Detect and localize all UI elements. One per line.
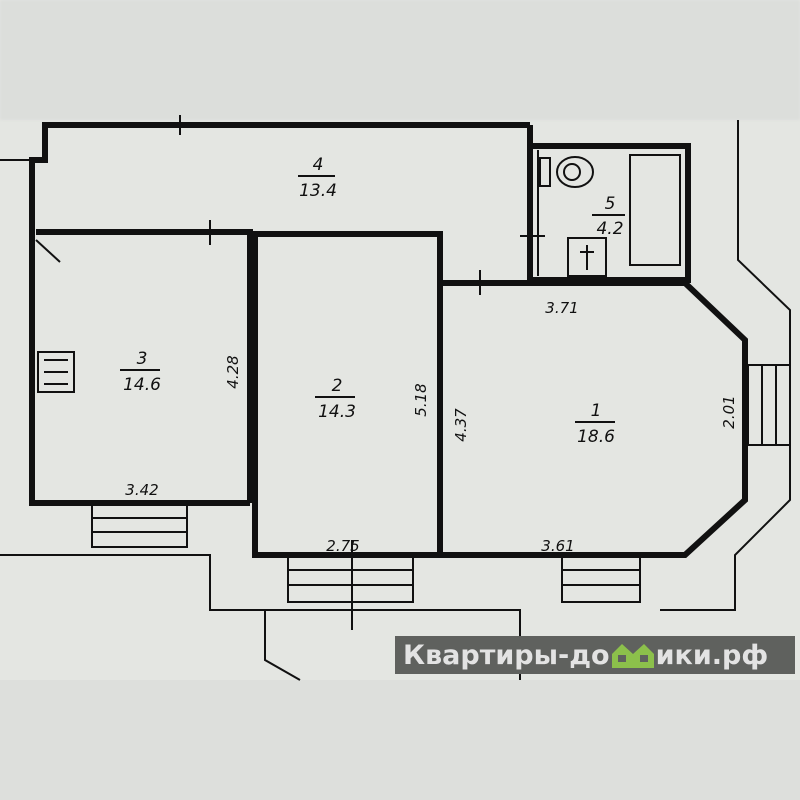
radiator [37,351,75,393]
room-4-number: 4 [313,155,324,175]
room-4-area: 13.4 [299,181,337,201]
room-3-number: 3 [137,349,148,369]
dim-room2-right: 5.18 [412,383,430,416]
watermark: Квартиры-до ики.рф [395,636,795,674]
watermark-prefix: Квартиры-до [403,639,610,671]
bathtub [629,154,681,266]
blurred-bottom-background [0,680,800,800]
room-1-area: 18.6 [577,427,615,447]
wall-room-1 [440,280,748,558]
dim-room1-left: 4.37 [452,408,470,442]
toilet-icon [556,156,594,188]
sink [567,237,607,277]
dim-room3-bottom: 3.42 [125,481,158,499]
houses-logo-icon [611,644,654,668]
wall-corridor [29,122,530,506]
room-2-area: 14.3 [318,402,356,422]
wall-room-3 [36,229,253,503]
room-5-number: 5 [605,194,616,214]
wall-room-2 [252,231,443,558]
dim-room1-bottom: 3.61 [541,537,574,555]
room-2-number: 2 [332,376,343,396]
room-3-area: 14.6 [123,375,161,395]
dim-room1-top: 3.71 [545,299,578,317]
toilet-tank [539,157,551,187]
room-1-number: 1 [591,401,602,421]
dim-room3-right: 4.28 [224,355,242,388]
dim-room2-bottom: 2.75 [326,537,359,555]
watermark-suffix: ики.рф [655,639,769,671]
room-5-area: 4.2 [596,219,623,239]
blurred-top-background [0,0,800,120]
dim-room1-bay: 2.01 [720,395,738,428]
